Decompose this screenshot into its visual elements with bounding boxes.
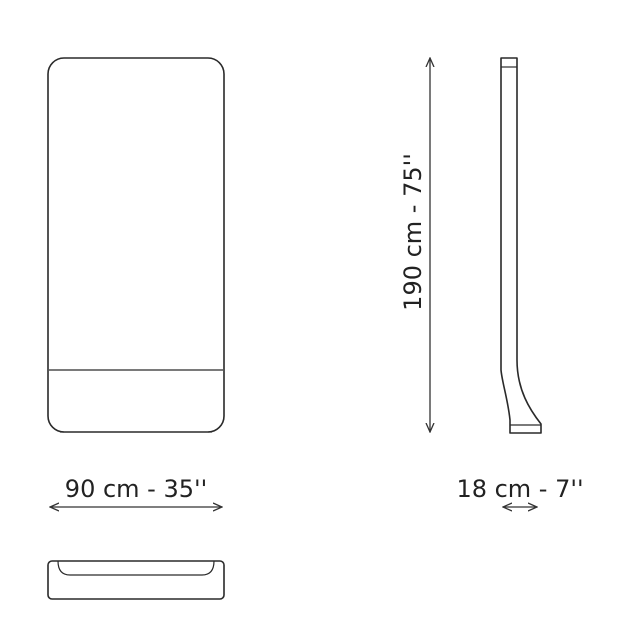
top-view-inner-line	[57, 560, 215, 576]
top-view-outline	[47, 560, 225, 600]
depth-dimension: 18 cm - 7''	[456, 475, 584, 507]
side-profile-outline	[500, 57, 542, 434]
height-label: 190 cm - 75''	[399, 153, 427, 311]
width-label: 90 cm - 35''	[65, 475, 207, 503]
side-view	[500, 57, 542, 434]
front-panel-outline	[47, 57, 225, 433]
depth-label: 18 cm - 7''	[456, 475, 583, 503]
height-dimension: 190 cm - 75''	[399, 58, 430, 432]
front-view	[47, 57, 225, 433]
top-view	[47, 560, 225, 600]
width-dimension: 90 cm - 35''	[50, 475, 222, 507]
